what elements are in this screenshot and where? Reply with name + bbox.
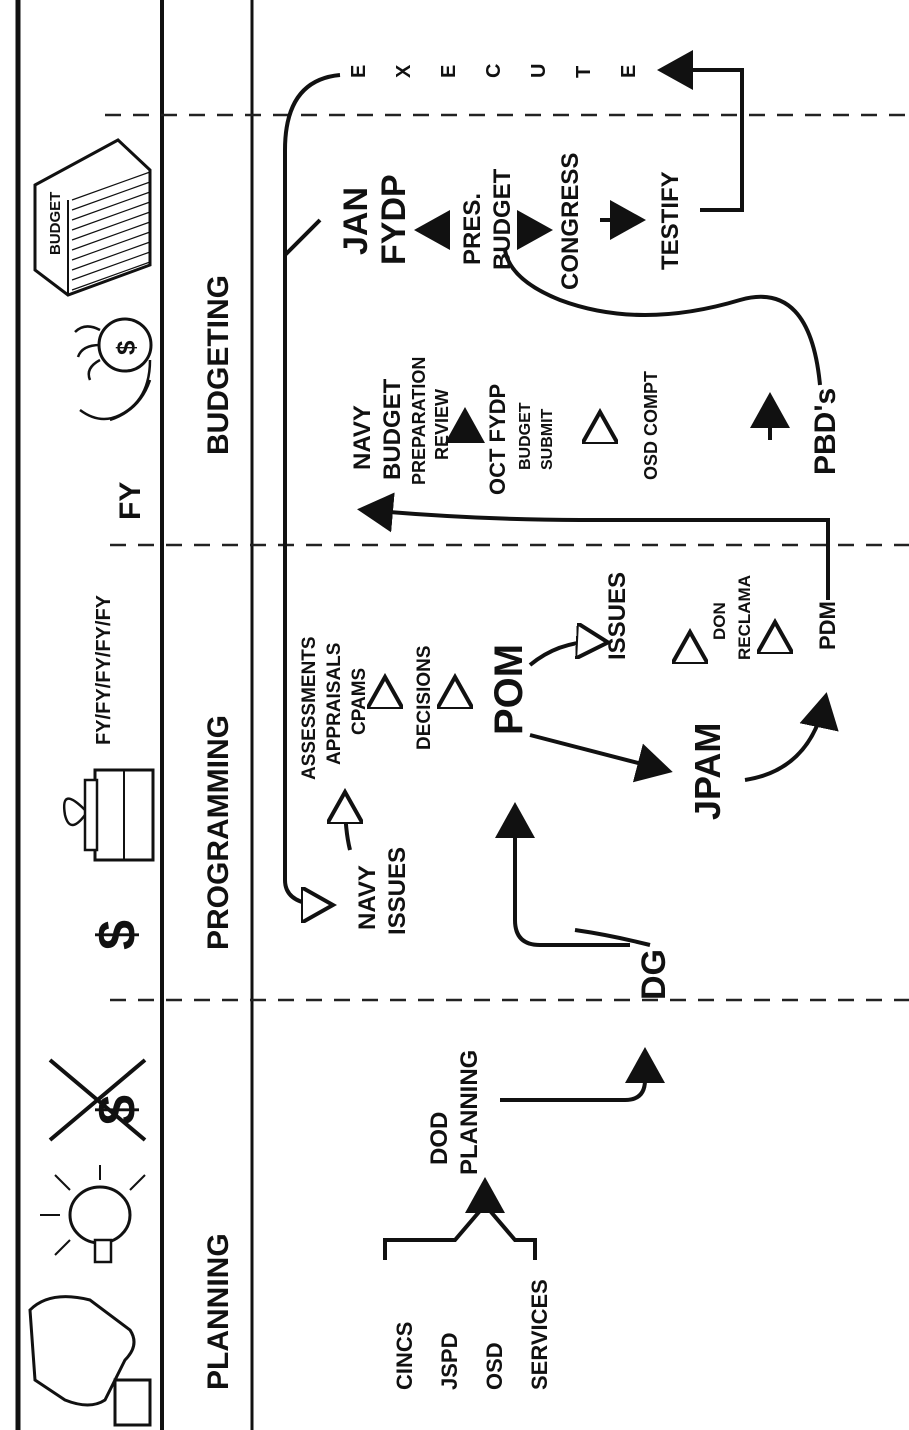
svg-text:$: $	[111, 340, 141, 355]
appraisals-label: APPRAISALS	[324, 643, 345, 765]
dg-to-pom-arrow	[515, 810, 630, 945]
source-cincs: CINCS	[392, 1322, 417, 1390]
preparation-label: PREPARATION	[409, 357, 429, 485]
osd-compt-label: OSD COMPT	[641, 371, 661, 480]
navy-label: NAVY	[349, 405, 376, 470]
pres-budget-label: BUDGET	[489, 168, 516, 270]
fy-years-label: FY/FY/FY/FY/FY	[93, 594, 115, 745]
execute-letter-1: E	[348, 65, 370, 78]
congress-label: CONGRESS	[557, 153, 584, 290]
programming-header: PROGRAMMING	[202, 715, 235, 950]
execute-letter-4: C	[483, 64, 505, 78]
reclama-label: RECLAMA	[735, 575, 754, 660]
budget-label: BUDGET	[379, 378, 406, 480]
execute-label: E X E C U T E	[348, 64, 640, 78]
sources-bracket	[385, 1205, 535, 1260]
dg-to-navy-issues-link	[575, 930, 650, 945]
dod-to-dg-arrow	[500, 1055, 645, 1100]
testify-label: TESTIFY	[657, 171, 684, 270]
dod-planning-line-2: PLANNING	[456, 1050, 483, 1175]
source-jspd: JSPD	[437, 1333, 462, 1390]
navy-issues-to-assessments-arrow	[345, 800, 350, 850]
pdm-label: PDM	[815, 601, 840, 650]
budgeting-header: BUDGETING	[202, 275, 235, 455]
execute-letter-6: T	[573, 66, 595, 78]
source-osd: OSD	[482, 1342, 507, 1390]
budget-submit-line-1: BUDGET	[517, 402, 534, 470]
cpams-label: CPAMS	[349, 668, 370, 735]
review-label: REVIEW	[432, 389, 452, 460]
don-label: DON	[710, 602, 729, 640]
light-bulb-icon	[40, 1165, 145, 1262]
execute-letter-7: E	[618, 65, 640, 78]
decisions-label: DECISIONS	[414, 645, 435, 750]
source-services: SERVICES	[527, 1279, 552, 1390]
jan-fydp-label: FYDP	[375, 174, 413, 265]
pointing-hand-icon	[30, 1297, 150, 1425]
dod-planning-line-1: DOD	[426, 1112, 453, 1165]
navy-issues-line-1: NAVY	[354, 865, 381, 930]
assessments-label: ASSESSMENTS	[299, 636, 320, 780]
pres-label: PRES.	[459, 193, 486, 265]
budget-submit-line-2: SUBMIT	[539, 408, 556, 470]
jpam-label: JPAM	[687, 723, 728, 820]
jan-label: JAN	[337, 187, 375, 255]
pom-to-issues-arrow	[530, 642, 600, 665]
dg-label: DG	[635, 949, 673, 1000]
fy-header: FY	[114, 482, 147, 520]
jpam-to-pdm-arrow	[745, 700, 825, 780]
planning-header: PLANNING	[202, 1233, 235, 1390]
money-bag-hand-icon: $	[75, 319, 151, 420]
planning-sources: CINCS JSPD OSD SERVICES	[392, 1279, 552, 1390]
jan-fydp-connector	[285, 220, 320, 255]
svg-text:$: $	[87, 920, 147, 950]
pom-to-jpam-arrow	[530, 735, 665, 770]
gift-box-icon	[64, 770, 153, 860]
crossed-out-dollar-icon: $	[50, 1060, 147, 1140]
execute-letter-2: X	[393, 64, 415, 78]
budget-book-icon: BUDGET	[35, 140, 150, 295]
pom-label: POM	[487, 644, 531, 735]
oct-fydp-label: OCT FYDP	[485, 384, 510, 495]
issues-label: ISSUES	[604, 572, 631, 660]
navy-issues-line-2: ISSUES	[384, 847, 411, 935]
execute-letter-3: E	[438, 65, 460, 78]
budget-book-label: BUDGET	[47, 192, 64, 255]
pdm-to-navy-budget-arrow	[365, 510, 828, 600]
execute-letter-5: U	[528, 64, 550, 78]
dollar-sign-icon: $	[87, 920, 147, 950]
pbds-label: PBD's	[809, 388, 842, 475]
